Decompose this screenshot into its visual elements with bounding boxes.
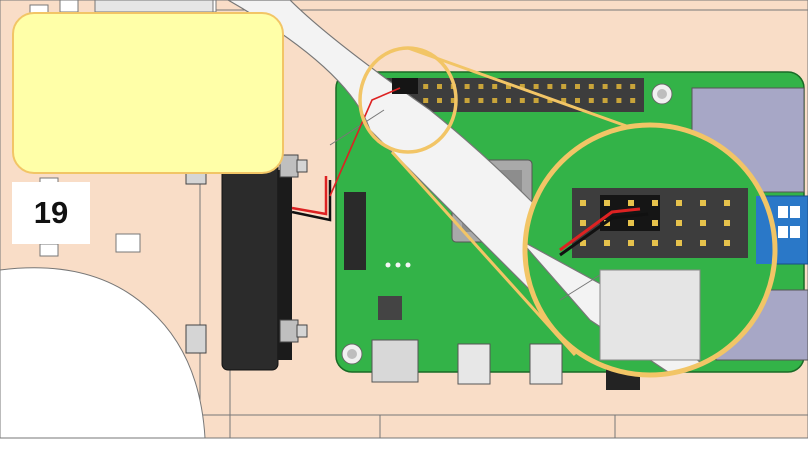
zoom-gpio-pin (652, 200, 658, 206)
gpio-pin (533, 84, 539, 89)
gpio-pin (437, 98, 442, 103)
gpio-pin (588, 98, 594, 103)
gpio-pin (616, 98, 622, 103)
magnifier-callout-icon (358, 46, 778, 378)
zoom-gpio-pin (700, 220, 706, 226)
zoom-gpio-pin (580, 220, 586, 226)
zoom-gpio-pin (676, 240, 682, 246)
gpio-pin (588, 84, 594, 89)
gpio-pin (423, 98, 429, 103)
step-number: 19 (33, 195, 69, 230)
zoom-gpio-pin (676, 220, 682, 226)
zoom-gpio-pin (652, 240, 658, 246)
gpio-pin (519, 84, 525, 89)
zoom-gpio-pin (580, 200, 586, 206)
usb-markings (778, 206, 800, 238)
gpio-pin (478, 84, 484, 89)
gpio-pin (506, 98, 511, 103)
gpio-pin (464, 98, 470, 103)
zoom-gpio-pin (700, 240, 706, 246)
zoom-gpio-pin (628, 240, 634, 246)
zoom-gpio-pin (580, 240, 586, 246)
gpio-pin (464, 84, 470, 89)
gpio-pin (630, 84, 636, 89)
cooling-fan-icon (185, 154, 308, 371)
gpio-pin (450, 98, 456, 103)
zoom-gpio-pin (652, 220, 658, 226)
gpio-pin (616, 84, 622, 89)
zoom-gpio-pin (700, 200, 706, 206)
gpio-pin (492, 84, 498, 89)
zoom-gpio-pin (724, 200, 730, 206)
callout-note (12, 12, 284, 174)
step-number-box: 19 (12, 182, 90, 244)
gpio-pin (423, 84, 429, 89)
zoom-gpio-pin (724, 220, 730, 226)
gpio-pin (478, 98, 484, 103)
zoom-gpio-pin (628, 200, 634, 206)
zoom-gpio-pin (604, 200, 610, 206)
gpio-pin (547, 84, 553, 89)
gpio-pin (575, 98, 580, 103)
gpio-pin (561, 98, 567, 103)
gpio-pin (630, 98, 636, 103)
gpio-pin (561, 84, 567, 89)
gpio-pin (602, 84, 608, 89)
zoom-gpio-pin (628, 220, 634, 226)
zoom-gpio-pin (604, 240, 610, 246)
gpio-pin (437, 84, 442, 89)
gpio-pin (519, 98, 525, 103)
gpio-pin (547, 98, 553, 103)
zoom-gpio-pin (724, 240, 730, 246)
fan-connector (329, 78, 418, 197)
fan-wires (291, 176, 332, 222)
gpio-pin (506, 84, 511, 89)
zoom-gpio-pin (676, 200, 682, 206)
gpio-pin (602, 98, 608, 103)
gpio-pin (533, 98, 539, 103)
gpio-pin (575, 84, 580, 89)
gpio-pin (492, 98, 498, 103)
